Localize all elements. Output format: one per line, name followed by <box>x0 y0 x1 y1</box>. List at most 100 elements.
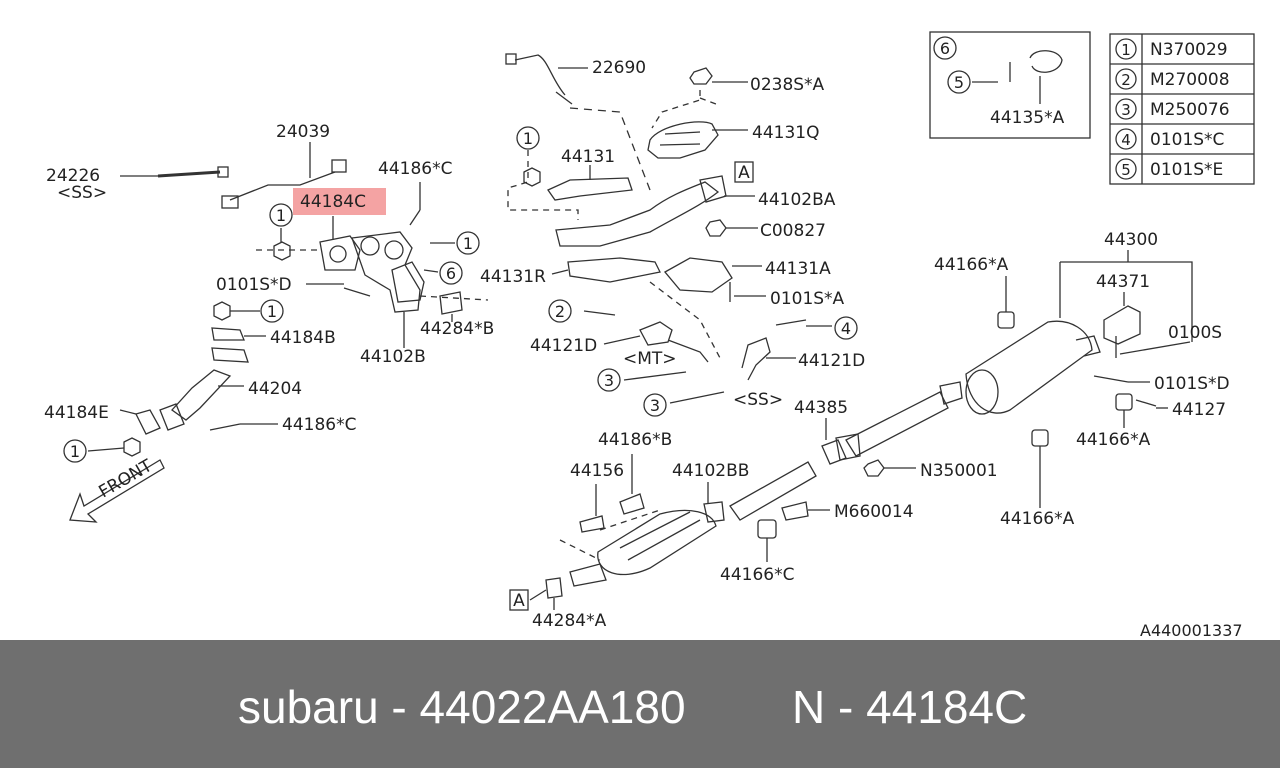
bolt-3b <box>669 391 725 404</box>
legend-code: 0101S*C <box>1150 130 1224 150</box>
callout-c-24039: 24039 <box>276 122 330 142</box>
leader-44131r <box>551 269 569 275</box>
callout-c-44184B: 44184B <box>270 328 336 348</box>
muffler-44300 <box>965 320 1093 414</box>
circled-ref-number: 1 <box>70 442 80 461</box>
shield-44131r <box>567 257 661 283</box>
nut-n350001 <box>863 459 885 477</box>
boxed-ref-frame <box>509 589 529 611</box>
front-arrow <box>69 459 165 523</box>
shield-44131a <box>663 257 733 293</box>
inset-box <box>929 31 1091 139</box>
callout-c-44284A: 44284*A <box>532 611 607 631</box>
circled-ref-ring <box>269 203 293 227</box>
callout-c-44131Q: 44131Q <box>752 123 819 143</box>
cat-44102bb <box>597 509 717 576</box>
gasket-44184c <box>319 235 361 271</box>
callout-c-44186C-top: 44186*C <box>378 159 452 179</box>
footer-bar: subaru - 44022AA180 N - 44184C <box>0 640 1280 768</box>
manifold-port-a <box>360 236 380 256</box>
bolt-4 <box>775 319 807 326</box>
highlight-44184c <box>293 188 386 215</box>
hanger-44166a-top <box>997 311 1015 329</box>
callout-c-44121D-l: 44121D <box>530 336 597 356</box>
harness-24226 <box>157 170 221 178</box>
dash-44131r <box>649 281 721 359</box>
bolt-44186c-top <box>409 209 421 226</box>
gasket-44184e <box>135 409 161 435</box>
circled-ref-1: 1 <box>456 231 480 255</box>
gasket-44184b <box>211 327 245 341</box>
circled-ref-number: 3 <box>604 371 614 390</box>
circled-ref-ring <box>439 261 463 285</box>
callout-c-0100S: 0100S <box>1168 323 1222 343</box>
callout-c-44121D-r: 44121D <box>798 351 865 371</box>
callout-c-44184E: 44184E <box>44 403 109 423</box>
callout-c-44300: 44300 <box>1104 230 1158 250</box>
callout-c-0238S: 0238S*A <box>750 75 825 95</box>
harness-24039 <box>229 171 336 201</box>
sensor-22690-plug <box>505 53 517 65</box>
nut-0238s <box>689 67 713 85</box>
dash-44156 <box>559 509 661 561</box>
circled-ref-ring <box>516 126 540 150</box>
circled-ref-3: 3 <box>597 368 621 392</box>
leader-a-bottom <box>529 589 547 601</box>
manifold-port-b <box>384 240 404 260</box>
boxed-ref-a: A <box>509 589 529 611</box>
callout-c-44131R: 44131R <box>480 267 546 287</box>
hanger-44166a-r <box>1115 393 1133 411</box>
circled-ref-number: 6 <box>940 39 950 58</box>
legend-ring <box>1115 158 1137 180</box>
callout-c-0101SA: 0101S*A <box>770 289 845 309</box>
callout-c-44166A-r: 44166*A <box>1076 430 1151 450</box>
flange-44204 <box>159 403 185 431</box>
footer-part-number: subaru - 44022AA180 <box>238 681 686 733</box>
callout-c-SS: <SS> <box>733 390 783 410</box>
callout-c-24226-ss: <SS> <box>57 183 107 203</box>
bolt-44127 <box>1135 399 1157 407</box>
bracket-44121d-mt <box>639 321 709 363</box>
bolt-44121-2 <box>583 310 616 316</box>
callout-c-MT: <MT> <box>623 349 677 369</box>
callout-c-FRONT: FRONT <box>96 456 157 503</box>
leader-44121d-l <box>603 335 641 345</box>
circled-ref-number: 2 <box>555 302 565 321</box>
boxed-refs: AA <box>509 161 754 611</box>
flange-center <box>939 381 963 405</box>
exhaust-diagram-svg: 226900238S*A44131Q240394413144186*C24226… <box>44 31 1255 631</box>
dash-44131 <box>507 150 579 220</box>
nut-1-lower <box>213 301 231 321</box>
footer-selected-part: N - 44184C <box>792 681 1028 733</box>
nut-1-bottom <box>123 437 141 457</box>
pipe-44204 <box>171 369 232 421</box>
bracket-lower <box>211 347 249 363</box>
pipe-44102bb-front <box>569 563 607 587</box>
muffler-end <box>965 369 999 415</box>
dash-22690 <box>569 107 651 191</box>
flange-44102bb <box>703 501 725 523</box>
circled-ref-2: 2 <box>548 299 572 323</box>
circled-ref-4: 4 <box>834 316 858 340</box>
circled-ref-1: 1 <box>269 203 293 227</box>
callout-c-44166C: 44166*C <box>720 565 794 585</box>
bolt-m660014 <box>781 501 809 521</box>
circled-ref-ring <box>643 393 667 417</box>
leader-0100s <box>1119 341 1191 355</box>
leader-1-bottom <box>87 447 125 452</box>
pipe-center <box>845 391 949 457</box>
legend-ring <box>1115 128 1137 150</box>
sensor-22690-cable <box>514 54 566 96</box>
callout-c-44131: 44131 <box>561 147 615 167</box>
cat-44102bb-rib <box>619 511 701 561</box>
boxed-ref-frame <box>734 161 754 183</box>
bolt-0101sd <box>343 287 371 297</box>
boxed-ref-letter: A <box>738 163 750 183</box>
callout-c-44166A-top: 44166*A <box>934 255 1009 275</box>
bolt-44186c-mid <box>209 423 241 431</box>
callout-c-44284B: 44284*B <box>420 319 494 339</box>
callout-labels: 226900238S*A44131Q240394413144186*C24226… <box>44 58 1230 631</box>
drawing-lines <box>69 31 1255 610</box>
callout-c-C00827: C00827 <box>760 221 826 241</box>
circled-ref-ring <box>834 316 858 340</box>
